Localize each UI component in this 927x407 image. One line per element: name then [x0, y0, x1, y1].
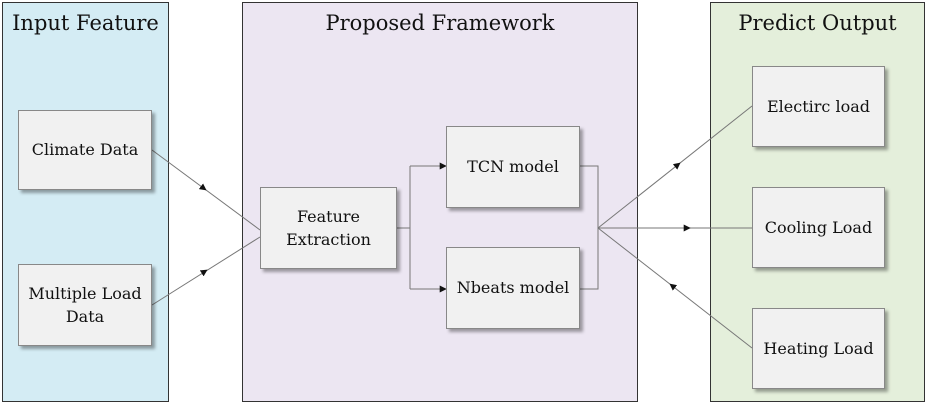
heating-load-node: Heating Load — [752, 308, 885, 389]
nbeats-model-node: Nbeats model — [446, 247, 580, 329]
nbeats-model-label: Nbeats model — [456, 278, 570, 298]
cooling-load-label: Cooling Load — [764, 217, 873, 237]
climate-data-node: Climate Data — [18, 110, 152, 190]
predict-output-title: Predict Output — [738, 11, 897, 35]
multiple-load-data-line2: Data — [65, 307, 105, 326]
feature-extraction-node: Feature Extraction — [260, 187, 397, 269]
feature-extraction-line1: Feature — [296, 206, 361, 226]
cooling-load-node: Cooling Load — [752, 187, 885, 268]
multiple-load-data-line1: Multiple Load — [28, 283, 142, 303]
multiple-load-data-node: Multiple Load Data — [18, 264, 152, 346]
climate-data-label: Climate Data — [31, 140, 139, 160]
tcn-model-label: TCN model — [467, 157, 559, 177]
heating-load-label: Heating Load — [763, 338, 874, 358]
proposed-framework-title: Proposed Framework — [325, 11, 555, 35]
feature-extraction-line2: Extraction — [286, 230, 371, 249]
input-feature-title: Input Feature — [12, 11, 159, 35]
tcn-model-node: TCN model — [446, 126, 580, 208]
electric-load-node: Electirc load — [752, 66, 885, 147]
electric-load-label: Electirc load — [767, 96, 870, 116]
